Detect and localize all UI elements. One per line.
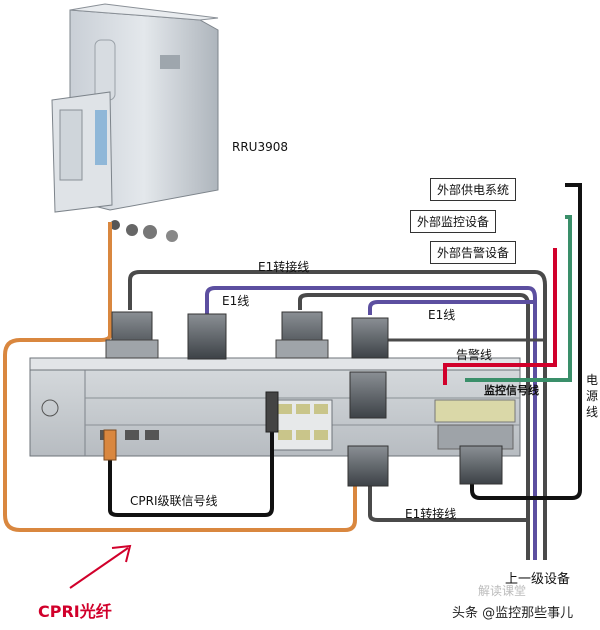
alarm-cable (368, 338, 545, 346)
monitor-cable (465, 215, 572, 382)
fiber-module (103, 391, 279, 461)
cpri-fiber-cable (3, 222, 357, 532)
monitor-device-box: 外部监控设备 (410, 210, 497, 233)
center-connector (349, 371, 387, 419)
e1-connector-top-far (351, 317, 389, 359)
alarm-device-cable (443, 248, 557, 385)
e1-connector-top-right (275, 311, 329, 359)
power-cable (470, 183, 582, 500)
e1-line-label-right: E1线 (428, 308, 456, 322)
alarm-line-label: 告警线 (456, 348, 493, 362)
upper-device-label: 上一级设备 (505, 572, 571, 587)
power-line-label: 电源线 (586, 373, 599, 419)
monitor-line-label: 监控信号线 (484, 384, 539, 397)
bottom-connector-right (459, 445, 503, 485)
e1-adapter-cable-top (128, 270, 547, 560)
cpri-cascade-cable (108, 395, 274, 517)
e1-connector-top-mid (187, 313, 227, 360)
power-system-box: 外部供电系统 (430, 178, 517, 201)
e1-adapter-label-top: E1转接线 (258, 260, 310, 274)
source-credit: 头条 @监控那些事儿 (452, 606, 574, 621)
cpri-cascade-label: CPRI级联信号线 (130, 494, 218, 508)
rru-unit (51, 3, 219, 242)
e1-cable-left (205, 286, 537, 560)
cpri-arrow (69, 544, 132, 589)
e1-line-label-left: E1线 (222, 294, 250, 308)
alarm-device-box: 外部告警设备 (430, 241, 517, 264)
e1-cable-right (368, 300, 535, 315)
e1-connector-top-left (105, 311, 159, 359)
cpri-fiber-label: CPRI光纤 (38, 602, 112, 621)
watermark-text: 解读课堂 (478, 584, 527, 598)
rru-label: RRU3908 (232, 140, 288, 154)
bottom-connector-left (347, 445, 389, 487)
e1-adapter-cable-bottom (368, 470, 528, 522)
e1-adapter-label-bottom: E1转接线 (405, 507, 457, 521)
